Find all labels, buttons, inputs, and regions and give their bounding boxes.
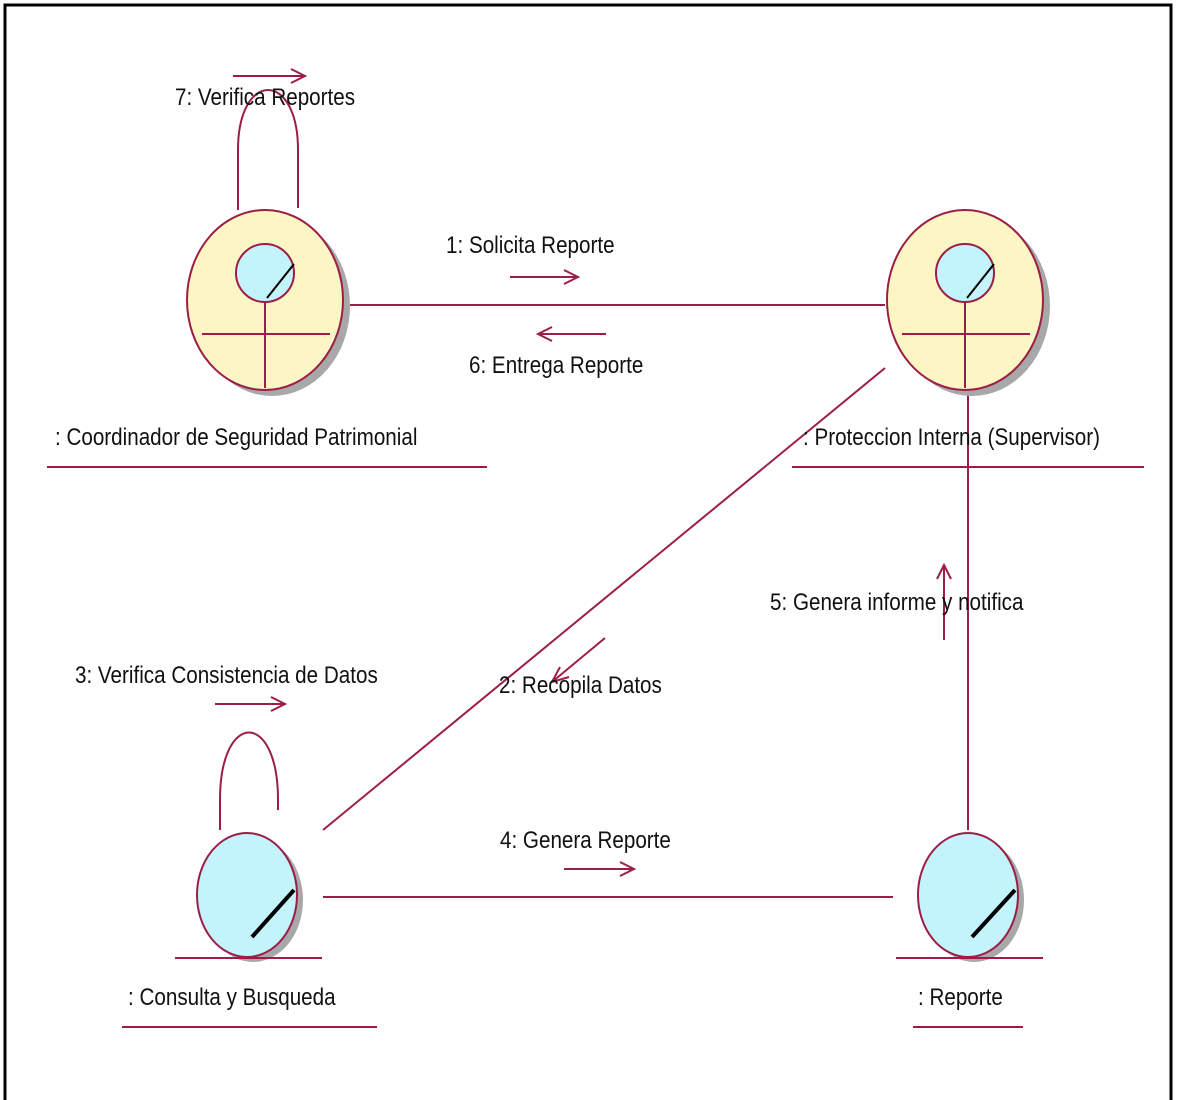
arrow-msg-5 xyxy=(936,562,952,640)
arrow-msg-7 xyxy=(233,68,308,84)
arrow-msg-4 xyxy=(564,861,637,877)
label-coordinador: : Coordinador de Seguridad Patrimonial xyxy=(55,424,417,451)
arrow-msg-1 xyxy=(510,269,581,285)
arrow-msg-2 xyxy=(549,637,606,684)
label-consulta: : Consulta y Busqueda xyxy=(128,984,336,1011)
control-circle-icon xyxy=(235,243,295,303)
object-consulta[interactable] xyxy=(175,832,322,962)
object-reporte[interactable] xyxy=(896,832,1043,962)
label-reporte: : Reporte xyxy=(918,984,1003,1011)
message-label-7: 7: Verifica Reportes xyxy=(175,84,355,111)
message-label-1: 1: Solicita Reporte xyxy=(446,232,615,259)
control-needle-icon xyxy=(266,263,295,299)
message-label-3: 3: Verifica Consistencia de Datos xyxy=(75,662,378,689)
message-label-4: 4: Genera Reporte xyxy=(500,827,671,854)
message-label-5: 5: Genera informe y notifica xyxy=(770,589,1024,616)
self-loop-coordinador[interactable] xyxy=(237,89,299,210)
entity-ellipse xyxy=(917,832,1019,958)
message-label-2: 2: Recopila Datos xyxy=(499,672,662,699)
arrow-msg-3 xyxy=(215,696,288,712)
self-loop-consulta[interactable] xyxy=(219,731,279,831)
entity-needle-icon xyxy=(970,888,1017,939)
label-proteccion: : Proteccion Interna (Supervisor) xyxy=(803,424,1100,451)
message-label-6: 6: Entrega Reporte xyxy=(469,352,643,379)
entity-needle-icon xyxy=(250,888,296,939)
link-proteccion-consulta[interactable] xyxy=(322,367,886,831)
object-coordinador[interactable] xyxy=(186,209,350,396)
arrow-msg-6 xyxy=(535,326,606,342)
diagram-frame xyxy=(3,3,1173,1100)
control-needle-icon xyxy=(966,263,995,299)
control-circle-icon xyxy=(935,243,995,303)
entity-ellipse xyxy=(196,832,298,958)
object-proteccion[interactable] xyxy=(886,209,1050,396)
